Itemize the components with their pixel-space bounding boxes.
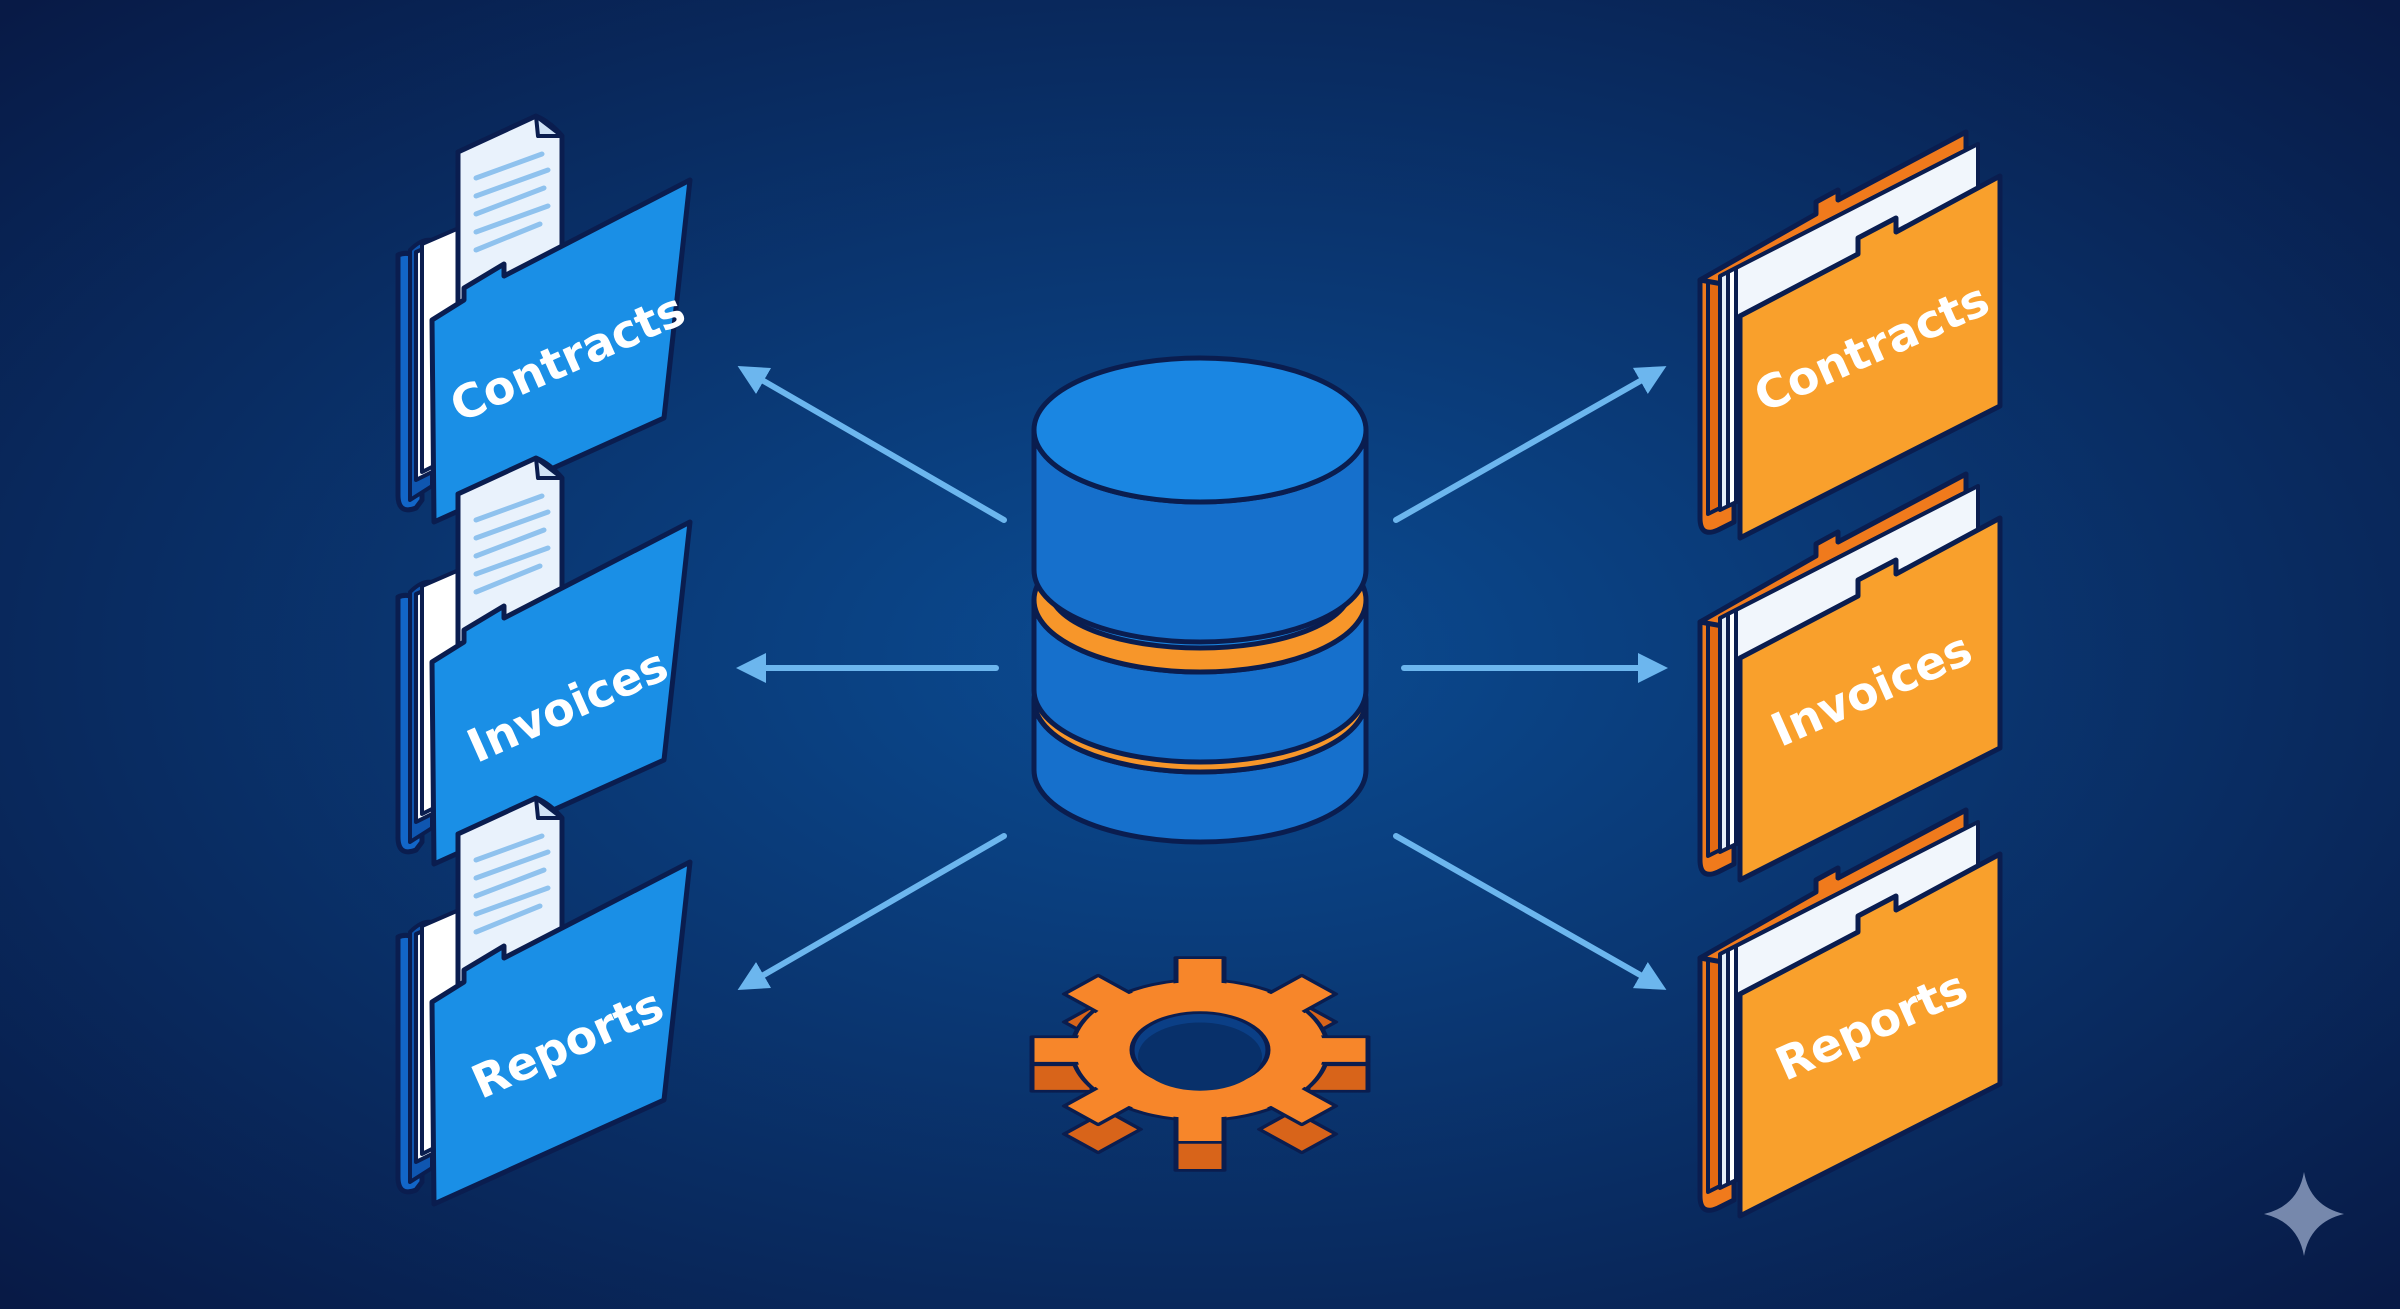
database-cylinder-icon [1031, 355, 1369, 845]
folder-left-reports: Reports [398, 798, 690, 1204]
arrow-to-right-contracts [1393, 366, 1667, 523]
folder-left-contracts: Contracts [398, 116, 693, 522]
folder-right-reports: Reports [1700, 810, 2000, 1216]
arrow-to-left-contracts [737, 365, 1007, 523]
arrows-group [736, 365, 1668, 991]
left-folders-column: Contracts Invoices Reports [398, 116, 693, 1204]
sparkle-icon [2264, 1172, 2344, 1256]
folder-right-invoices: Invoices [1700, 474, 2000, 880]
right-folders-column: Contracts Invoices Reports [1700, 132, 2000, 1216]
gear-icon [1029, 956, 1371, 1172]
arrow-to-right-reports [1393, 833, 1667, 990]
folder-right-contracts: Contracts [1700, 132, 2000, 538]
arrow-to-left-reports [737, 833, 1007, 991]
folder-left-invoices: Invoices [398, 458, 690, 864]
